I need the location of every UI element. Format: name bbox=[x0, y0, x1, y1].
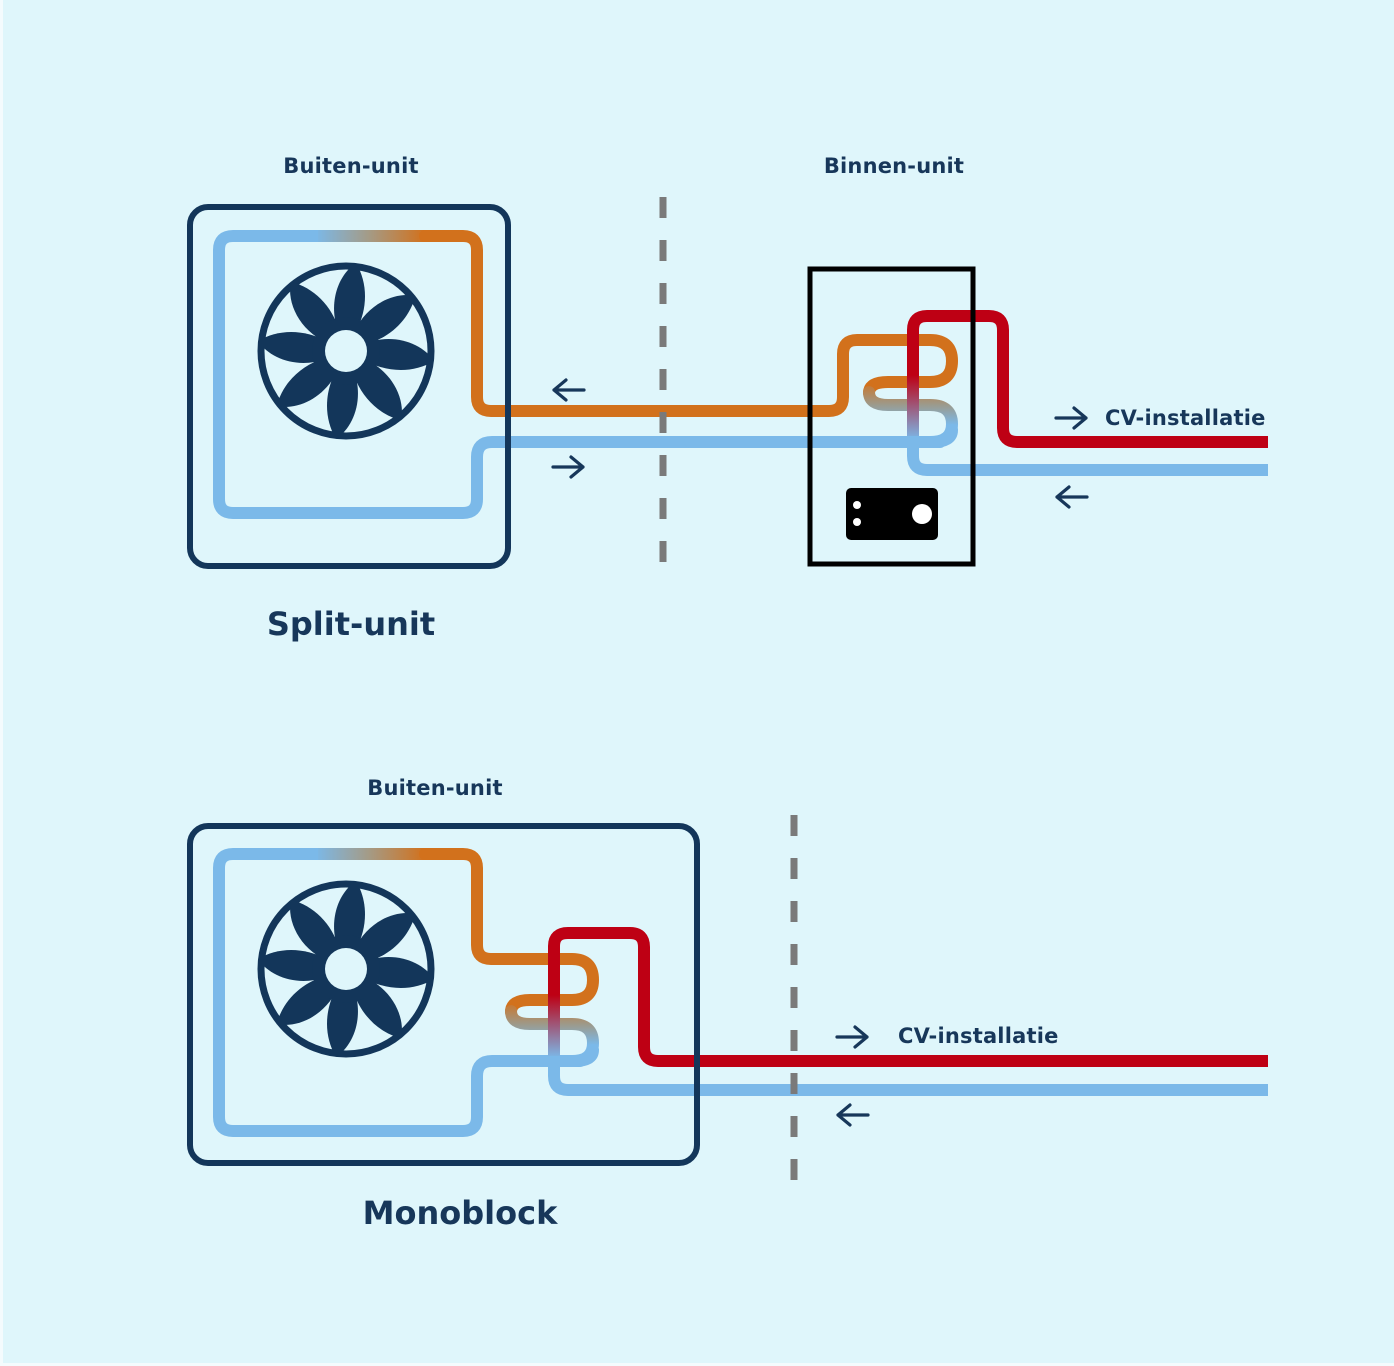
split-pipes bbox=[213, 230, 1268, 519]
indoor-unit-box bbox=[807, 266, 976, 567]
monoblock-pipes bbox=[213, 848, 1268, 1137]
refrigerant-hot-pipe bbox=[419, 230, 958, 417]
control-panel-icon bbox=[846, 488, 938, 540]
refrigerant-hot-pipe bbox=[419, 848, 599, 1018]
cv-supply-pipe bbox=[907, 310, 1268, 448]
refrigerant-return-pipe bbox=[213, 230, 706, 519]
fan-icon bbox=[258, 881, 434, 1057]
arrow-left-icon bbox=[1055, 485, 1089, 509]
arrow-left-icon bbox=[836, 1103, 870, 1127]
heat-pump-diagram: Buiten-unit Binnen-unit bbox=[187, 154, 1268, 1232]
fan-icon bbox=[258, 263, 434, 439]
outdoor-unit-box bbox=[187, 204, 511, 569]
outdoor-unit-label: Buiten-unit bbox=[283, 154, 418, 178]
cv-installation-label: CV-installatie bbox=[898, 1024, 1059, 1048]
cv-return-pipe bbox=[907, 436, 1268, 476]
coil-return-bend bbox=[926, 424, 958, 448]
coil-return-bend bbox=[534, 1044, 599, 1067]
arrow-right-icon bbox=[551, 455, 585, 479]
refrigerant-return-pipe bbox=[213, 848, 586, 1137]
arrow-right-icon bbox=[835, 1025, 869, 1049]
outdoor-unit-label: Buiten-unit bbox=[367, 776, 502, 800]
split-unit-section: Buiten-unit Binnen-unit bbox=[187, 154, 1268, 643]
cv-return-pipe bbox=[548, 1056, 1268, 1096]
diagram-canvas: Buiten-unit Binnen-unit bbox=[3, 0, 1394, 1363]
arrow-right-icon bbox=[1054, 406, 1088, 430]
monoblock-title: Monoblock bbox=[363, 1194, 558, 1232]
monoblock-unit-box bbox=[187, 823, 700, 1166]
indoor-unit-label: Binnen-unit bbox=[824, 154, 964, 178]
cv-supply-pipe bbox=[548, 927, 1268, 1067]
split-unit-title: Split-unit bbox=[267, 605, 435, 643]
monoblock-section: Buiten-unit CV-installatie Monoblock bbox=[187, 776, 1268, 1232]
cv-installation-label: CV-installatie bbox=[1105, 406, 1266, 430]
arrow-left-icon bbox=[552, 378, 586, 402]
